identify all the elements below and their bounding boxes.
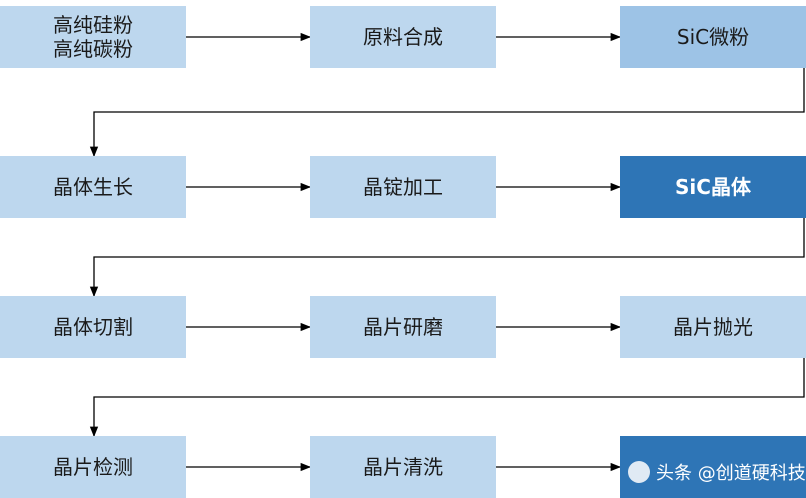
node-crystal-cutting: 晶体切割 (0, 296, 186, 358)
node-label: 晶锭加工 (363, 175, 443, 199)
node-label: 原料合成 (363, 25, 443, 49)
node-raw-material-synthesis: 原料合成 (310, 6, 496, 68)
node-label: 晶片检测 (53, 455, 133, 479)
node-crystal-growth: 晶体生长 (0, 156, 186, 218)
flow-arrow-6 (89, 218, 805, 298)
watermark-logo-icon (628, 461, 650, 483)
node-label-line: 高纯碳粉 (53, 37, 133, 61)
node-label: 晶片清洗 (363, 455, 443, 479)
node-sic-micropowder: SiC微粉 (620, 6, 806, 68)
node-label: 晶片研磨 (363, 315, 443, 339)
watermark-text: 头条 @创道硬科技 (656, 463, 806, 484)
node-wafer-polishing: 晶片抛光 (620, 296, 806, 358)
node-final-output (620, 436, 806, 498)
node-label: SiC微粉 (676, 25, 750, 49)
node-label: 晶片抛光 (673, 315, 753, 339)
node-label: SiC晶体 (675, 175, 751, 199)
node-label: 晶体切割 (53, 315, 133, 339)
node-ingot-processing: 晶锭加工 (310, 156, 496, 218)
node-label-line: 高纯硅粉 (53, 13, 133, 37)
node-sic-crystal: SiC晶体 (620, 156, 806, 218)
node-high-purity-powder: 高纯硅粉 高纯碳粉 (0, 6, 186, 68)
watermark: 头条 @创道硬科技 (624, 446, 806, 498)
node-wafer-grinding: 晶片研磨 (310, 296, 496, 358)
node-wafer-inspection: 晶片检测 (0, 436, 186, 498)
flow-arrow-9 (89, 358, 805, 438)
node-wafer-cleaning: 晶片清洗 (310, 436, 496, 498)
node-label: 晶体生长 (53, 175, 133, 199)
flow-arrow-3 (89, 68, 805, 158)
